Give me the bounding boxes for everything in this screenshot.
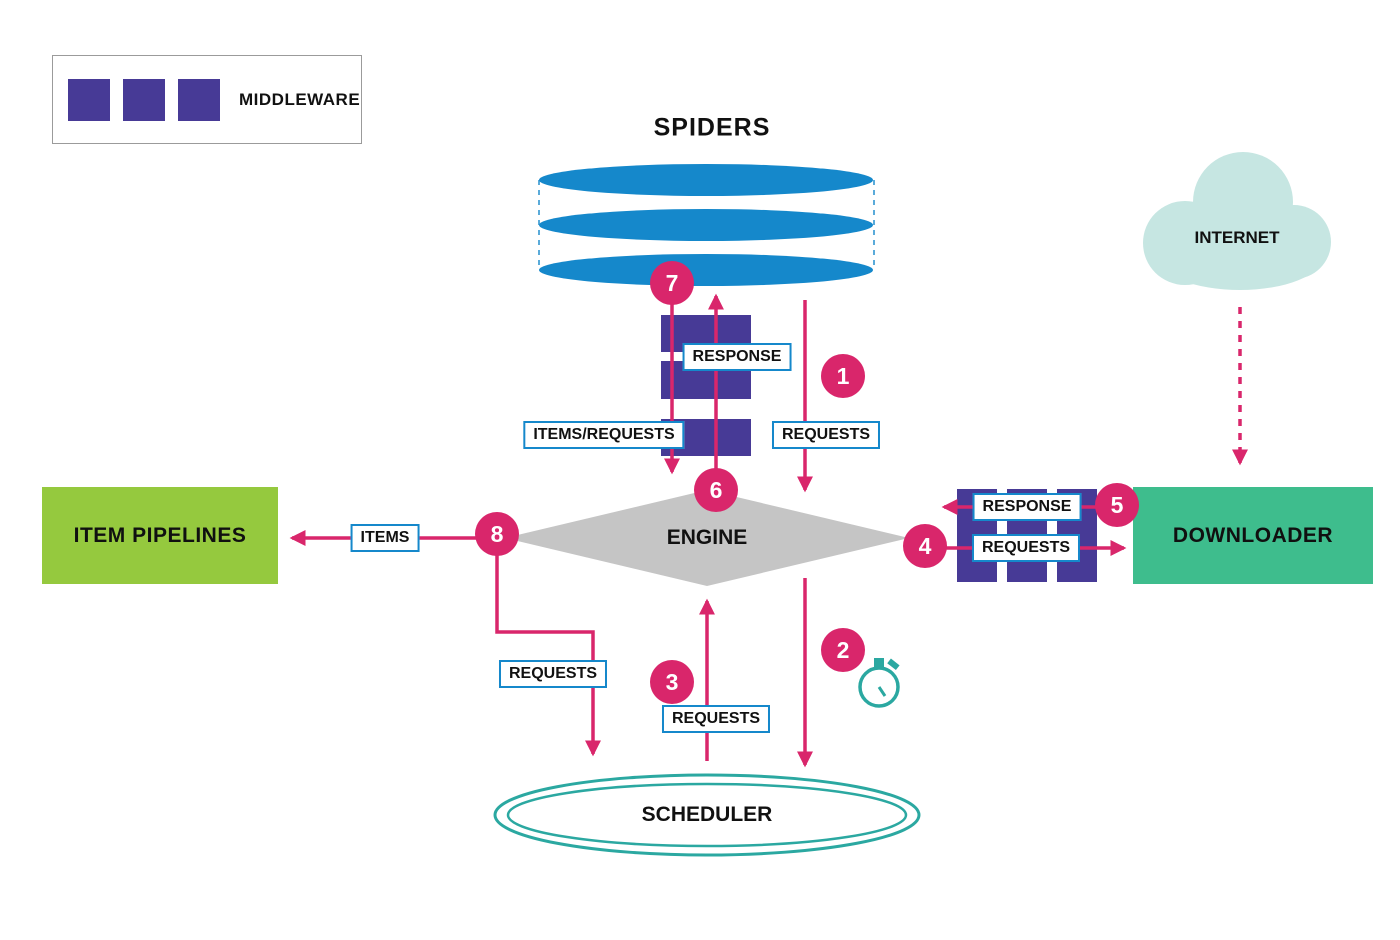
spider-disk: [539, 164, 873, 196]
step-badge-4: 4: [903, 524, 947, 568]
label-items-requests: ITEMS/REQUESTS: [523, 421, 685, 449]
step-badge-2: 2: [821, 628, 865, 672]
scheduler-ellipse: [493, 773, 921, 857]
step-badge-7: 7: [650, 261, 694, 305]
middleware-legend: MIDDLEWARE: [52, 55, 362, 144]
spider-disk: [539, 254, 873, 286]
spiders-disk-stack: [538, 164, 875, 286]
label-requests-downloader: REQUESTS: [971, 534, 1081, 562]
downloader-node: DOWNLOADER: [1133, 487, 1373, 584]
arrow-engine-requests-elbow: [495, 552, 602, 757]
spider-disk: [539, 209, 873, 241]
middleware-swatch-icon: [123, 78, 165, 121]
label-items: ITEMS: [350, 524, 420, 552]
middleware-swatch-icon: [178, 78, 220, 121]
engine-diamond: [505, 490, 909, 586]
internet-label: INTERNET: [1194, 228, 1280, 247]
engine-label: ENGINE: [666, 526, 748, 549]
step-badge-5: 5: [1095, 483, 1139, 527]
middleware-legend-label: MIDDLEWARE: [239, 89, 361, 109]
step-badge-3: 3: [650, 660, 694, 704]
middleware-swatch-icon: [68, 78, 110, 121]
label-response-spiders: RESPONSE: [682, 343, 792, 371]
cloud-icon: [1143, 152, 1331, 290]
scheduler-label: SCHEDULER: [641, 803, 773, 826]
step-badge-1: 1: [821, 354, 865, 398]
label-requests-scheduler-to-engine: REQUESTS: [661, 705, 771, 733]
step-badge-6: 6: [694, 468, 738, 512]
label-response-downloader: RESPONSE: [972, 493, 1082, 521]
label-requests-engine-to-scheduler: REQUESTS: [498, 660, 608, 688]
timer-icon: [858, 658, 900, 708]
item-pipelines-node: ITEM PIPELINES: [42, 487, 278, 584]
label-requests-from-spiders: REQUESTS: [771, 421, 881, 449]
spiders-title: SPIDERS: [653, 113, 771, 142]
step-badge-8: 8: [475, 512, 519, 556]
